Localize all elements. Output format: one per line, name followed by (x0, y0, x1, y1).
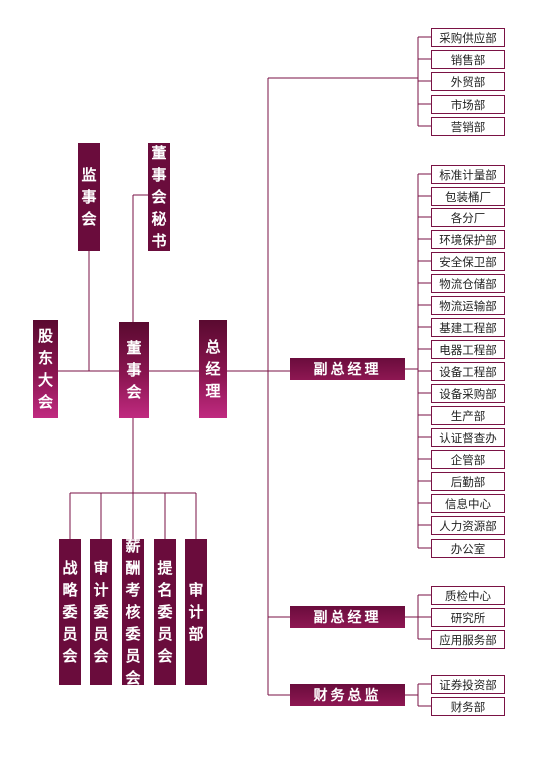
department-box: 环境保护部 (431, 230, 505, 249)
department-box: 认证督查办 (431, 428, 505, 447)
department-box: 包装桶厂 (431, 187, 505, 206)
department-box: 销售部 (431, 50, 505, 69)
department-box: 质检中心 (431, 586, 505, 605)
department-box: 研究所 (431, 608, 505, 627)
department-box: 采购供应部 (431, 28, 505, 47)
department-box: 外贸部 (431, 72, 505, 91)
department-box: 信息中心 (431, 494, 505, 513)
department-box: 标准计量部 (431, 165, 505, 184)
department-box: 基建工程部 (431, 318, 505, 337)
committee-nomination: 提名委员会 (154, 539, 176, 685)
general-manager-box: 总经理 (199, 320, 227, 418)
finance-director: 财务总监 (290, 684, 405, 706)
department-box: 设备采购部 (431, 384, 505, 403)
department-box: 人力资源部 (431, 516, 505, 535)
department-box: 市场部 (431, 95, 505, 114)
department-box: 企管部 (431, 450, 505, 469)
supervisors-box: 监事会 (78, 143, 100, 251)
department-box: 后勤部 (431, 472, 505, 491)
department-box: 物流运输部 (431, 296, 505, 315)
department-box: 办公室 (431, 539, 505, 558)
shareholders-box: 股东大会 (33, 320, 58, 418)
department-box: 证券投资部 (431, 675, 505, 694)
audit-department: 审计部 (185, 539, 207, 685)
department-box: 应用服务部 (431, 630, 505, 649)
department-box: 设备工程部 (431, 362, 505, 381)
department-box: 物流仓储部 (431, 274, 505, 293)
secretary-box: 董事会秘书 (148, 143, 170, 251)
department-box: 生产部 (431, 406, 505, 425)
committee-audit: 审计委员会 (90, 539, 112, 685)
deputy-gm-1: 副总经理 (290, 358, 405, 380)
committee-compensation: 薪酬考核委员会 (122, 537, 144, 687)
department-box: 电器工程部 (431, 340, 505, 359)
department-box: 各分厂 (431, 208, 505, 227)
deputy-gm-2: 副总经理 (290, 606, 405, 628)
department-box: 安全保卫部 (431, 252, 505, 271)
department-box: 财务部 (431, 697, 505, 716)
department-box: 营销部 (431, 117, 505, 136)
committee-strategy: 战略委员会 (59, 539, 81, 685)
board-box: 董事会 (119, 322, 149, 418)
